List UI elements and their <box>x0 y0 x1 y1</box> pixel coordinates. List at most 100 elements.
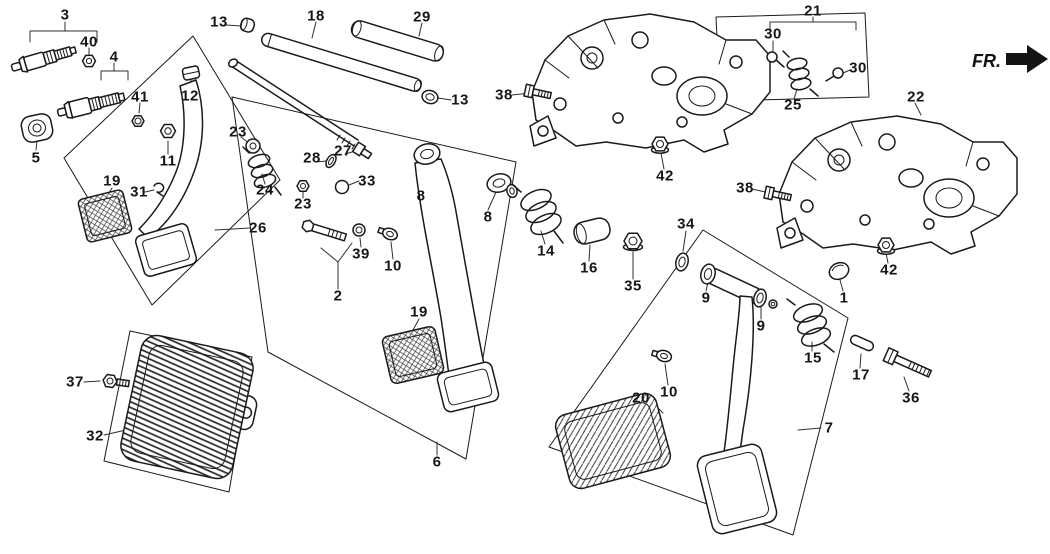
spring-clips <box>766 50 844 97</box>
snap-pin <box>377 226 399 241</box>
bracket-tab <box>529 115 557 147</box>
part-label-19: 19 <box>103 172 121 190</box>
bushing-washer <box>768 299 778 309</box>
part-label-14: 14 <box>537 242 555 260</box>
part-label-27: 27 <box>334 142 352 160</box>
part-label-28: 28 <box>303 149 321 167</box>
part-label-37: 37 <box>66 373 84 391</box>
part-label-38: 38 <box>495 86 513 104</box>
footrest-pad <box>120 334 254 480</box>
part-label-5: 5 <box>31 149 41 167</box>
plug-cap <box>828 261 850 281</box>
clutch-return-spring <box>242 146 282 196</box>
part-label-10: 10 <box>660 383 678 401</box>
brake-pedal-plate <box>436 361 500 413</box>
footrest-bolt <box>102 373 130 389</box>
accelerator-return-spring <box>786 298 835 353</box>
box-brake-pedal <box>231 96 517 460</box>
clutch-pedal-arm <box>138 79 204 240</box>
part-label-23: 23 <box>294 195 312 213</box>
bracket-bolt <box>763 185 793 202</box>
part-label-32: 32 <box>86 427 104 445</box>
part-label-33: 33 <box>358 172 376 190</box>
pedal-pipe <box>260 32 422 92</box>
part-label-13: 13 <box>210 13 228 31</box>
part-label-7: 7 <box>824 419 834 437</box>
part-label-34: 34 <box>677 215 695 233</box>
bolt-assembly <box>301 219 399 242</box>
spring-seat <box>245 138 261 154</box>
brake-pedal-pad <box>381 325 445 385</box>
part-label-23: 23 <box>229 123 247 141</box>
accelerator-pedal-group <box>554 252 933 535</box>
part-label-41: 41 <box>131 88 149 106</box>
accelerator-arm <box>722 295 755 463</box>
leader-lines <box>29 16 922 456</box>
part-label-24: 24 <box>256 181 274 199</box>
pivot-bushing <box>486 173 512 193</box>
box-accelerator-pedal <box>548 229 849 536</box>
lower-bracket-group <box>776 115 1018 255</box>
part-label-30: 30 <box>764 25 782 43</box>
part-label-30: 30 <box>849 59 867 77</box>
pipe-ring <box>421 89 439 105</box>
part-label-15: 15 <box>804 349 822 367</box>
part-label-42: 42 <box>880 261 898 279</box>
switch-cap <box>20 113 54 143</box>
switch-assembly <box>10 46 145 143</box>
accelerator-pad <box>554 392 672 490</box>
part-label-6: 6 <box>432 453 442 471</box>
pipe-bushing <box>573 217 611 245</box>
accelerator-plate <box>696 443 778 535</box>
flange-nut <box>622 232 644 252</box>
clutch-springs <box>242 138 310 196</box>
shaft-bolt <box>351 141 373 160</box>
pivot-bushing <box>413 143 441 165</box>
bushing-washer <box>506 183 518 199</box>
bracket-bolt <box>523 83 553 100</box>
snap-pin <box>651 349 673 363</box>
part-label-3: 3 <box>60 6 70 24</box>
bushing-small <box>239 17 256 33</box>
rod-group <box>239 17 445 105</box>
box-clutch-pedal <box>63 35 281 306</box>
pedal-bracket <box>531 13 771 153</box>
pivot-pin <box>849 334 875 352</box>
shaft-cap <box>181 65 201 81</box>
part-label-12: 12 <box>181 87 199 105</box>
part-label-42: 42 <box>656 167 674 185</box>
footrest-group <box>102 334 258 480</box>
part-label-2: 2 <box>333 287 343 305</box>
pivot-bushing <box>753 288 767 308</box>
part-label-29: 29 <box>413 8 431 26</box>
part-label-39: 39 <box>352 245 370 263</box>
shaft-end <box>227 58 239 68</box>
part-label-20: 20 <box>632 389 650 407</box>
upper-bracket-group <box>529 13 771 153</box>
part-label-31: 31 <box>130 183 148 201</box>
part-label-35: 35 <box>624 277 642 295</box>
part-label-19: 19 <box>410 303 428 321</box>
assist-spring <box>782 50 819 97</box>
part-label-22: 22 <box>907 88 925 106</box>
shaft-washer <box>325 153 337 169</box>
brake-pedal-group <box>381 143 518 413</box>
spring-nut <box>296 180 310 192</box>
part-label-25: 25 <box>784 96 802 114</box>
pivot-bushing <box>675 252 689 272</box>
pedal-pad-small <box>77 189 133 243</box>
bracket-tab <box>776 217 804 249</box>
pad-clip <box>153 182 165 197</box>
part-label-21: 21 <box>804 2 822 20</box>
clutch-pedal-plate <box>134 223 198 277</box>
spring-washer <box>352 223 366 237</box>
part-label-10: 10 <box>384 257 402 275</box>
clip-spring <box>825 67 844 82</box>
brake-return-spring <box>512 184 564 244</box>
pedal-shaft-group <box>227 58 373 195</box>
part-label-36: 36 <box>902 389 920 407</box>
pivot-nut <box>159 123 177 139</box>
pedal-bracket <box>778 115 1018 255</box>
bracket-flange-nut <box>876 237 896 255</box>
